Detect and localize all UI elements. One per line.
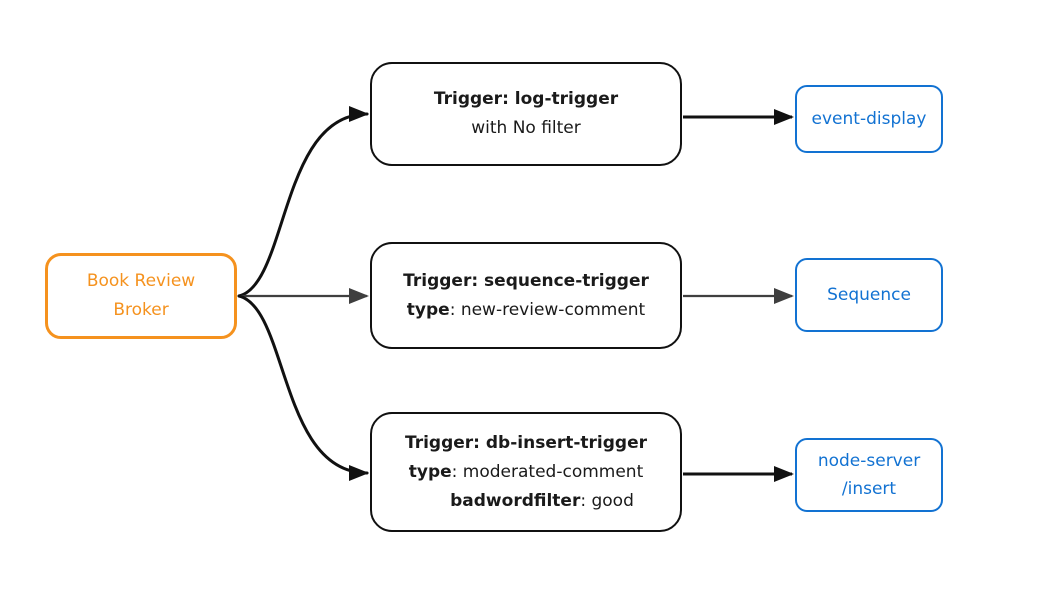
node-sequence: Sequence bbox=[795, 258, 943, 332]
db-insert-trigger-type-value: : moderated-comment bbox=[451, 461, 644, 482]
event-display-label: event-display bbox=[811, 109, 927, 129]
node-broker: Book Review Broker bbox=[45, 253, 237, 339]
node-event-display: event-display bbox=[795, 85, 943, 153]
broker-label-line2: Broker bbox=[113, 300, 169, 320]
sequence-trigger-type-key: type bbox=[406, 299, 450, 320]
db-insert-trigger-title: Trigger: db-insert-trigger bbox=[404, 432, 648, 453]
node-server-label-line2: /insert bbox=[841, 479, 897, 499]
node-server-label-line1: node-server bbox=[817, 451, 921, 471]
sequence-trigger-type-line: type: new-review-comment bbox=[407, 296, 645, 325]
db-insert-trigger-filter-value: : good bbox=[580, 490, 634, 511]
sequence-trigger-type-value: : new-review-comment bbox=[449, 299, 646, 320]
sequence-label: Sequence bbox=[827, 285, 911, 305]
sequence-trigger-title: Trigger: sequence-trigger bbox=[403, 270, 649, 291]
edge-broker-to-db-insert-trigger bbox=[237, 294, 369, 481]
node-node-server: node-server /insert bbox=[795, 438, 943, 512]
broker-label-line1: Book Review bbox=[86, 271, 196, 291]
log-trigger-subtitle: with No filter bbox=[471, 118, 581, 138]
db-insert-trigger-filter-line: badwordfilter: good bbox=[450, 487, 634, 516]
db-insert-trigger-type-key: type bbox=[408, 461, 452, 482]
edge-broker-to-log-trigger bbox=[237, 106, 369, 298]
node-sequence-trigger: Trigger: sequence-trigger type: new-revi… bbox=[370, 242, 682, 349]
node-db-insert-trigger: Trigger: db-insert-trigger type: moderat… bbox=[370, 412, 682, 532]
db-insert-trigger-type-line: type: moderated-comment bbox=[409, 458, 644, 487]
log-trigger-title: Trigger: log-trigger bbox=[433, 89, 619, 109]
node-log-trigger: Trigger: log-trigger with No filter bbox=[370, 62, 682, 166]
db-insert-trigger-filter-key: badwordfilter bbox=[450, 490, 581, 511]
